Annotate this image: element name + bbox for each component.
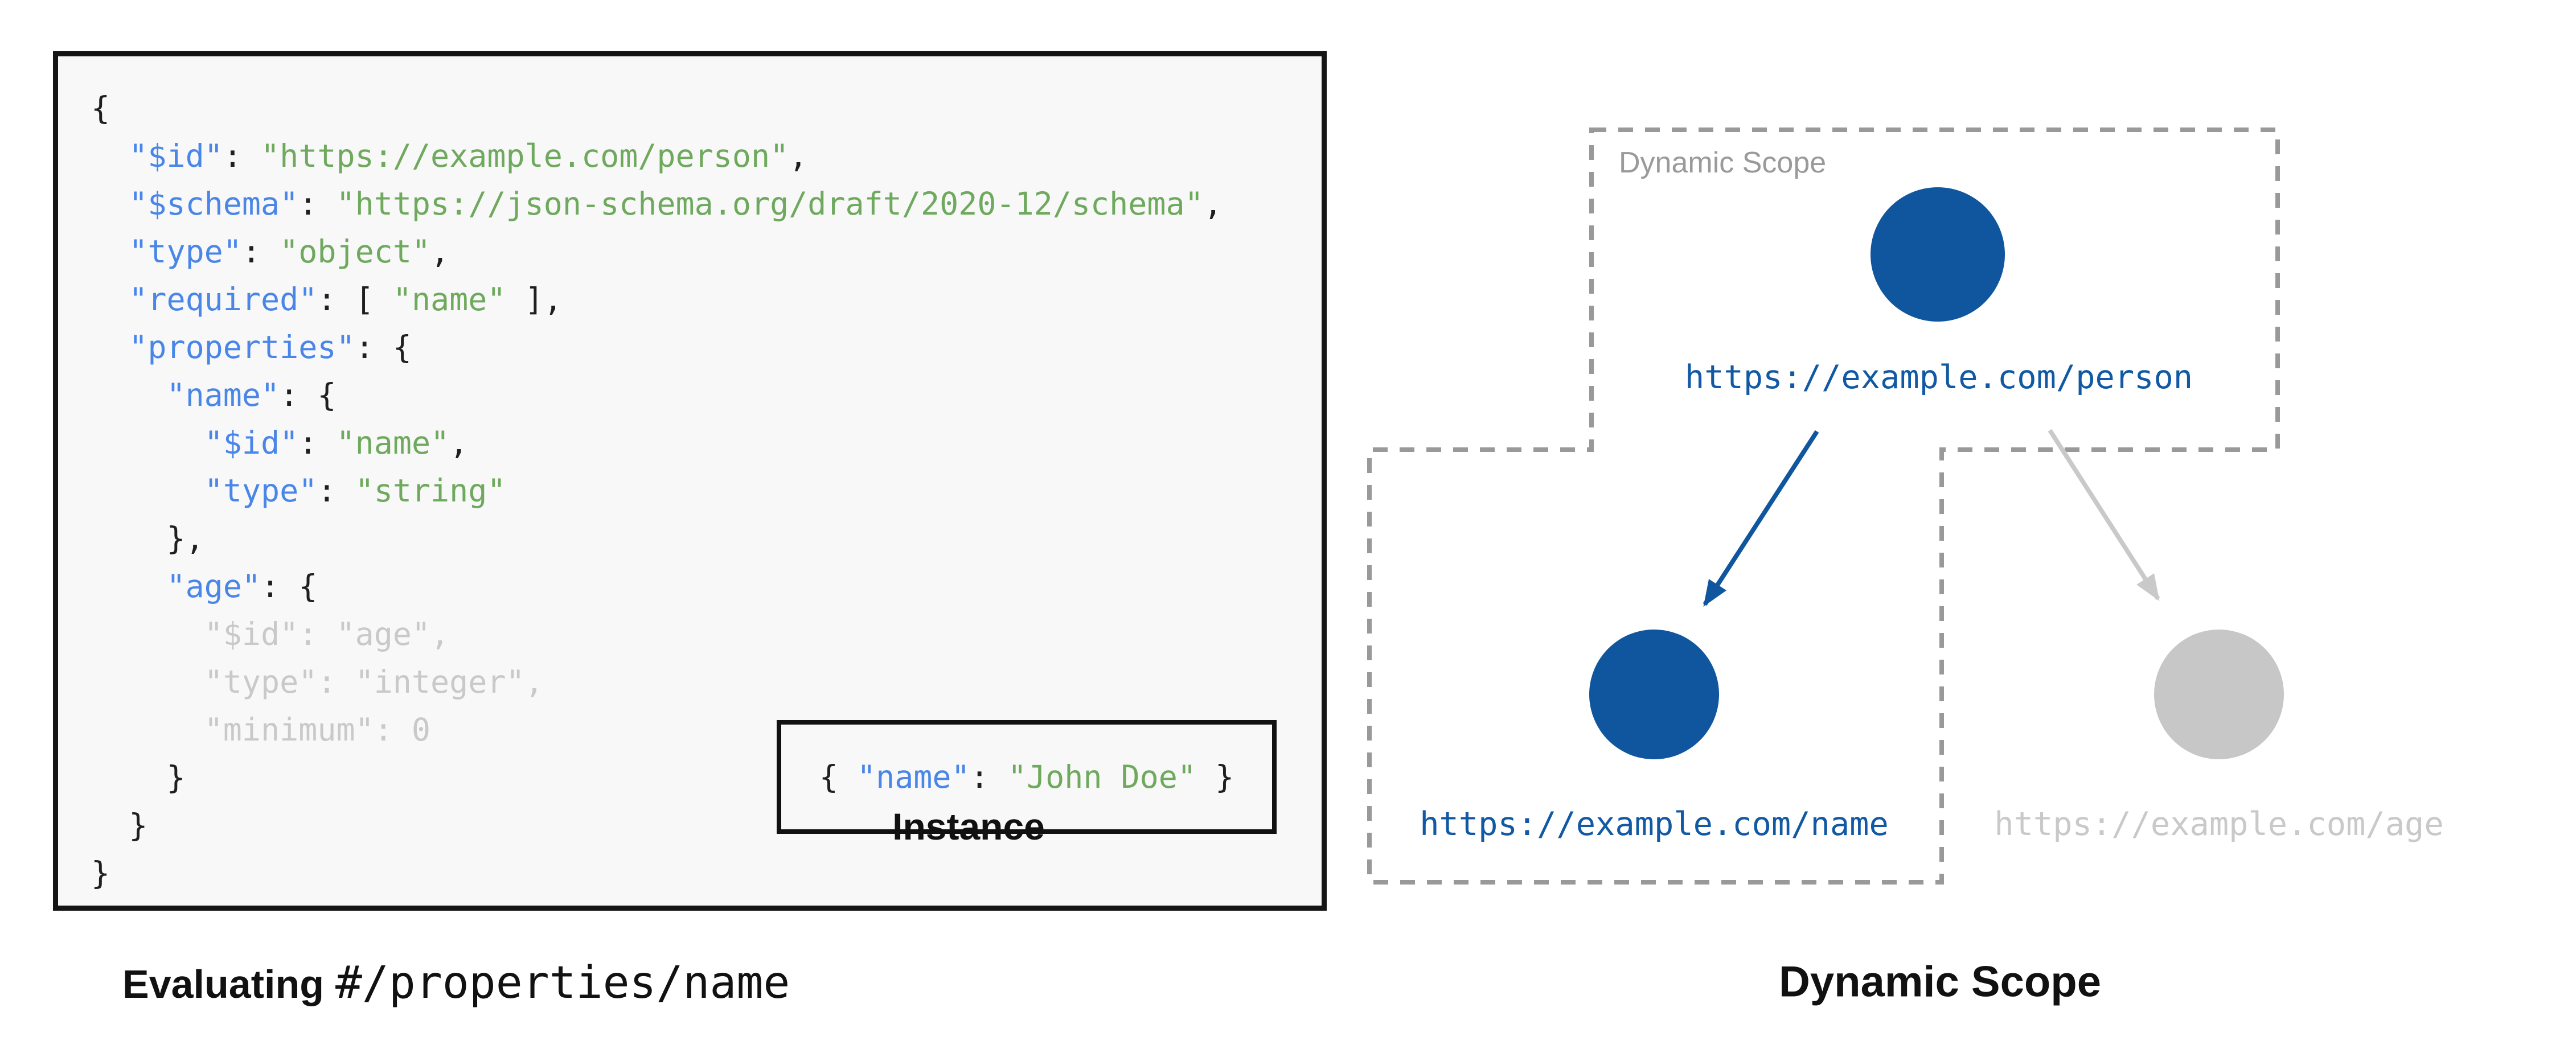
code-line: }: [91, 759, 186, 796]
arrow-person-to-name: [1703, 430, 1819, 607]
code-line: "$id": "https://example.com/person",: [129, 138, 808, 174]
evaluating-caption-bold: Evaluating: [122, 962, 324, 1006]
dynamic-scope-caption: Dynamic Scope: [1779, 957, 2101, 1006]
dynamic-scope-region-label: Dynamic Scope: [1619, 146, 1827, 179]
evaluating-caption-pointer: #/properties/name: [335, 957, 790, 1009]
age-node-circle: [2154, 630, 2284, 759]
code-line: "$id": "name",: [204, 425, 469, 461]
code-line: "type": "object",: [129, 233, 450, 270]
code-line: "name": {: [166, 377, 337, 413]
code-line: {: [91, 90, 110, 126]
instance-box: { "name": "John Doe" }: [777, 720, 1277, 834]
code-line: },: [91, 520, 204, 557]
code-line: "$schema": "https://json-schema.org/draf…: [129, 186, 1223, 222]
name-node-url: https://example.com/name: [1420, 805, 1889, 843]
code-line: }: [91, 807, 148, 844]
dynamic-scope-boundary: [1367, 127, 2280, 885]
person-node-circle: [1871, 187, 2005, 322]
code-line: }: [91, 855, 110, 891]
code-line: "type": "string": [204, 472, 506, 509]
schema-code-panel: { "$id": "https://example.com/person", "…: [53, 51, 1327, 911]
name-node-circle: [1589, 630, 1719, 759]
code-line: "age": {: [166, 568, 318, 604]
arrow-person-to-age: [2048, 429, 2160, 601]
code-line: "required": [ "name" ],: [129, 281, 563, 318]
evaluating-caption: Evaluating#/properties/name: [122, 957, 790, 1009]
person-node-url: https://example.com/person: [1684, 359, 2193, 396]
instance-code: { "name": "John Doe" }: [819, 759, 1234, 795]
code-line: "$id": "age",: [91, 616, 450, 652]
code-listing: { "$id": "https://example.com/person", "…: [91, 84, 1223, 897]
age-node-url: https://example.com/age: [1994, 805, 2444, 843]
code-line: "properties": {: [129, 329, 412, 365]
code-line: "minimum": 0: [91, 711, 431, 748]
code-line: "type": "integer",: [91, 664, 544, 700]
instance-label: Instance: [892, 805, 1045, 848]
